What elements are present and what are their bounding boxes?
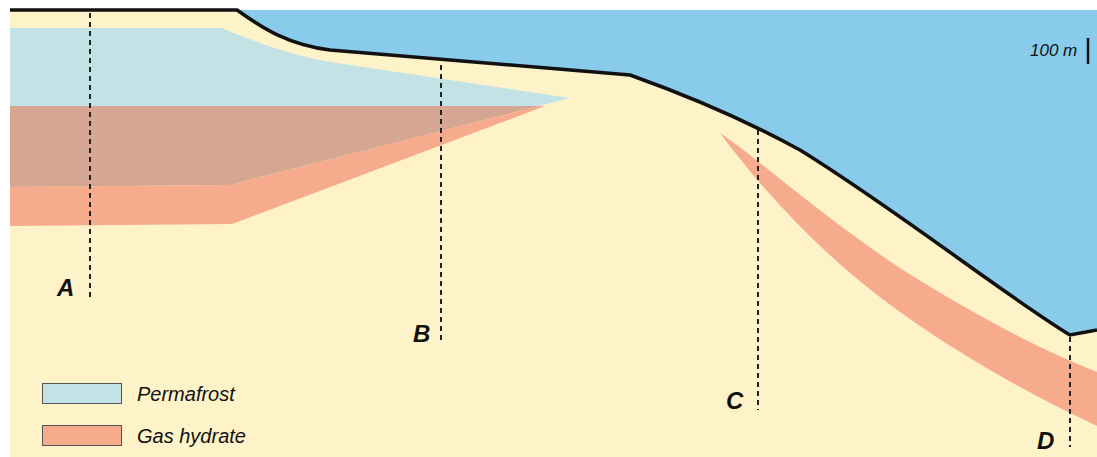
scale-label: 100 m xyxy=(1030,42,1077,59)
scale-bar xyxy=(1087,38,1090,64)
slope-hydrate-layer xyxy=(720,133,1097,426)
well-label: A xyxy=(57,276,74,300)
well-label: B xyxy=(413,322,430,346)
legend-text: Gas hydrate xyxy=(137,426,246,446)
boreholes xyxy=(90,13,1070,447)
legend-swatch xyxy=(42,425,122,446)
well-label: C xyxy=(726,389,743,413)
well-label: D xyxy=(1037,429,1054,453)
surface-line xyxy=(10,10,1097,335)
sediment xyxy=(10,10,1097,457)
legend-swatch xyxy=(42,383,122,404)
legend-text: Permafrost xyxy=(137,384,235,404)
